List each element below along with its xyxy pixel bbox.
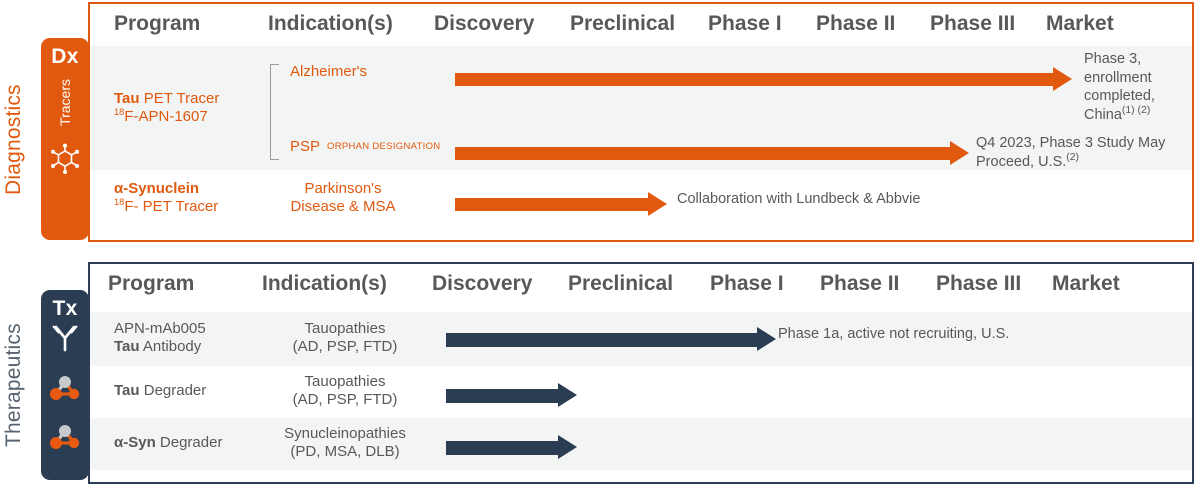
column-header-market: Market — [1052, 272, 1120, 295]
table-row: APN-mAb005 Tau Antibody Tauopathies (AD,… — [90, 312, 1192, 366]
arrow-head — [558, 435, 577, 459]
therapeutics-pipeline-card: Program Indication(s) Discovery Preclini… — [88, 262, 1194, 484]
program-name-bold: Tau — [114, 382, 140, 399]
program-isotope-superscript: 18 — [114, 107, 125, 118]
indication-label: PSP — [290, 138, 321, 155]
program-name-rest: Degrader — [155, 434, 223, 451]
indication-cell: Tauopathies (AD, PSP, FTD) — [254, 320, 436, 357]
arrow-head — [950, 141, 969, 165]
column-header-phase-ii: Phase II — [820, 272, 900, 295]
program-cell: α-Synuclein 18F- PET Tracer — [114, 180, 218, 217]
indication-bracket — [270, 64, 279, 160]
status-note-text: Q4 2023, Phase 3 Study May Proceed, U.S. — [976, 135, 1166, 170]
program-code: F-APN-1607 — [124, 108, 208, 126]
tab-label-tracers: Tracers — [57, 79, 73, 126]
status-note-footnotes: (1) (2) — [1121, 104, 1151, 116]
arrow-shaft — [446, 333, 757, 347]
program-cell: Tau Degrader — [114, 382, 206, 400]
arrow-shaft — [455, 147, 950, 160]
program-code: APN-mAb005 — [114, 320, 206, 337]
indication-cell-psp: PSP ORPHAN DESIGNATION — [290, 138, 440, 156]
program-name-bold: Tau — [114, 338, 140, 356]
section-tab-therapeutics[interactable]: Tx — [41, 290, 89, 480]
column-header-market: Market — [1046, 12, 1114, 35]
program-name-bold: α-Syn — [114, 434, 156, 451]
antibody-icon — [49, 323, 81, 358]
program-name-bold: α-Synuclein — [114, 180, 200, 197]
indication-label-line2: (AD, PSP, FTD) — [292, 338, 398, 356]
molecule-ring-icon — [48, 142, 82, 181]
status-note-alzheimers: Phase 3, enrollment completed, China(1) … — [1084, 50, 1184, 124]
table-row: α-Synuclein 18F- PET Tracer Parkinson's … — [90, 170, 1192, 240]
program-name-rest: Degrader — [139, 382, 207, 399]
indication-cell: Synucleinopathies (PD, MSA, DLB) — [248, 425, 442, 462]
arrow-head — [757, 327, 776, 351]
column-header-phase-i: Phase I — [710, 272, 784, 295]
indication-label-line2: Disease & MSA — [290, 198, 396, 216]
status-note-alpha-synuclein: Collaboration with Lundbeck & Abbvie — [677, 191, 921, 207]
arrow-shaft — [446, 441, 558, 455]
column-header-preclinical: Preclinical — [568, 272, 674, 295]
column-header-phase-i: Phase I — [708, 12, 782, 35]
column-header-phase-iii: Phase III — [936, 272, 1022, 295]
status-note-text: Phase 3, enrollment completed, China — [1084, 51, 1155, 123]
column-header-indications: Indication(s) — [268, 12, 393, 35]
status-note-psp: Q4 2023, Phase 3 Study May Proceed, U.S.… — [976, 134, 1192, 171]
arrow-shaft — [446, 389, 558, 403]
tab-code-dx: Dx — [51, 45, 79, 68]
program-cell: Tau PET Tracer 18F-APN-1607 — [114, 90, 219, 127]
indication-label-line2: (PD, MSA, DLB) — [290, 443, 400, 461]
column-header-phase-iii: Phase III — [930, 12, 1016, 35]
program-code: F- PET Tracer — [124, 198, 219, 216]
status-note-apn-mab005: Phase 1a, active not recruiting, U.S. — [778, 326, 1010, 342]
section-caption-therapeutics: Therapeutics — [2, 323, 25, 447]
program-name-bold: Tau — [114, 90, 140, 107]
arrow-shaft — [455, 73, 1053, 86]
program-isotope-superscript: 18 — [114, 197, 125, 208]
arrow-head — [558, 383, 577, 407]
table-row: Tau PET Tracer 18F-APN-1607 Alzheimer's … — [90, 46, 1192, 170]
arrow-head — [1053, 67, 1072, 91]
arrow-shaft — [455, 198, 648, 211]
column-header-program: Program — [108, 272, 195, 295]
status-note-footnotes: (2) — [1066, 151, 1080, 163]
indication-label-line2: (AD, PSP, FTD) — [292, 391, 398, 409]
table-row: α-Syn Degrader Synucleinopathies (PD, MS… — [90, 418, 1192, 470]
indication-cell: Tauopathies (AD, PSP, FTD) — [254, 373, 436, 410]
indication-label-line1: Tauopathies — [304, 373, 386, 390]
therapeutics-header-row: Program Indication(s) Discovery Preclini… — [90, 264, 1192, 308]
program-name-rest: PET Tracer — [139, 90, 220, 107]
column-header-preclinical: Preclinical — [570, 12, 676, 35]
indication-label-line1: Synucleinopathies — [284, 425, 406, 442]
indication-cell-parkinsons: Parkinson's Disease & MSA — [260, 180, 426, 217]
program-cell: α-Syn Degrader — [114, 434, 222, 452]
section-tab-diagnostics[interactable]: Dx Tracers — [41, 38, 89, 240]
molecule-icon — [48, 423, 82, 456]
diagnostics-header-row: Program Indication(s) Discovery Preclini… — [90, 4, 1192, 48]
section-caption-diagnostics: Diagnostics — [2, 84, 25, 196]
column-header-discovery: Discovery — [432, 272, 533, 295]
orphan-designation-badge: ORPHAN DESIGNATION — [327, 140, 441, 152]
indication-label-line1: Parkinson's — [304, 180, 382, 197]
column-header-program: Program — [114, 12, 201, 35]
indication-label-line1: Tauopathies — [304, 320, 386, 337]
indication-label: Alzheimer's — [290, 63, 368, 80]
tab-code-tx: Tx — [52, 297, 78, 320]
program-name-rest: Antibody — [139, 338, 202, 356]
molecule-icon — [48, 374, 82, 407]
diagnostics-pipeline-card: Program Indication(s) Discovery Preclini… — [88, 2, 1194, 242]
table-row: Tau Degrader Tauopathies (AD, PSP, FTD) — [90, 366, 1192, 418]
column-header-phase-ii: Phase II — [816, 12, 896, 35]
indication-cell-alzheimers: Alzheimer's — [290, 63, 367, 81]
column-header-discovery: Discovery — [434, 12, 535, 35]
program-cell: APN-mAb005 Tau Antibody — [114, 320, 206, 357]
arrow-head — [648, 192, 667, 216]
column-header-indications: Indication(s) — [262, 272, 387, 295]
